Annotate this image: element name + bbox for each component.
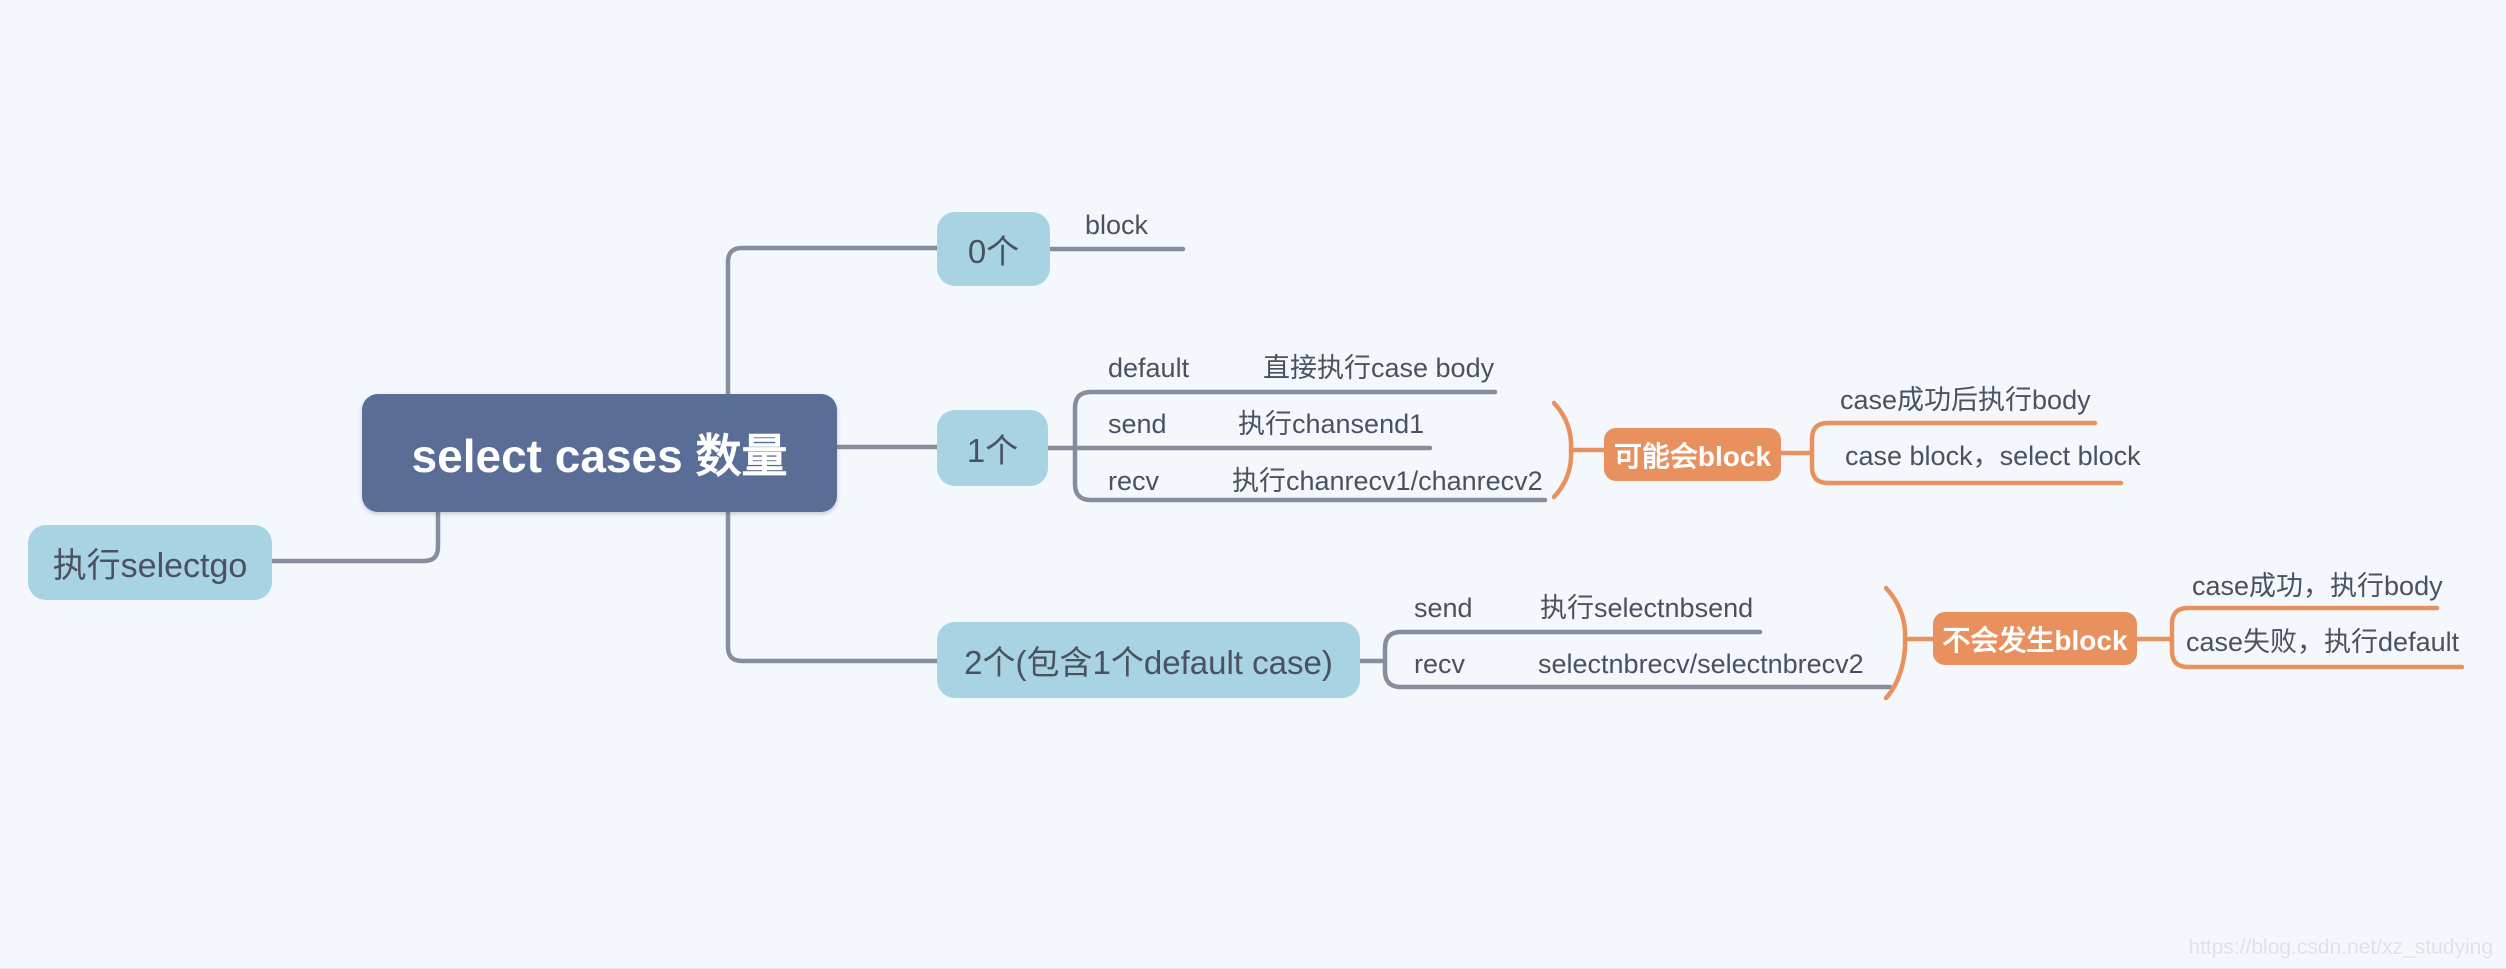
node-exec-selectgo[interactable]: 执行selectgo bbox=[28, 525, 272, 600]
label-case-default-key[interactable]: default bbox=[1108, 353, 1190, 383]
node-branch-one-case[interactable]: 1个 bbox=[937, 410, 1048, 486]
label-case-default-action[interactable]: 直接执行case body bbox=[1263, 353, 1495, 383]
node-no-block[interactable]: 不会发生block bbox=[1933, 612, 2137, 665]
node-branch-zero-cases[interactable]: 0个 bbox=[937, 212, 1050, 286]
label-note-body-after-success[interactable]: case成功后执行body bbox=[1840, 385, 2091, 415]
label-case-recv1-key[interactable]: recv bbox=[1108, 466, 1160, 496]
label-case-recv2-key[interactable]: recv bbox=[1414, 649, 1466, 679]
bracket-no-block-notes bbox=[2134, 605, 2465, 670]
csdn-watermark: https://blog.csdn.net/xz_studying bbox=[2188, 936, 2493, 959]
label-case-send2-key[interactable]: send bbox=[1414, 593, 1473, 623]
label-note-success-body[interactable]: case成功，执行body bbox=[2192, 571, 2443, 601]
label-case-recv1-action[interactable]: 执行chanrecv1/chanrecv2 bbox=[1232, 466, 1543, 496]
node-may-block[interactable]: 可能会block bbox=[1604, 428, 1781, 481]
label-case-send2-action[interactable]: 执行selectnbsend bbox=[1540, 593, 1754, 623]
label-note-fail-default[interactable]: case失败，执行default bbox=[2186, 627, 2460, 657]
label-case-send1-action[interactable]: 执行chansend1 bbox=[1238, 409, 1425, 439]
edge-selectgo-root bbox=[269, 502, 441, 564]
label-case-recv2-action[interactable]: selectnbrecv/selectnbrecv2 bbox=[1538, 649, 1864, 679]
label-note-case-block[interactable]: case block，select block bbox=[1845, 441, 2141, 471]
label-block[interactable]: block bbox=[1084, 210, 1149, 240]
bracket-may-block-notes bbox=[1778, 420, 2124, 486]
brace-may-block bbox=[1551, 400, 1607, 500]
brace-no-block bbox=[1883, 585, 1936, 701]
label-case-send1-key[interactable]: send bbox=[1108, 409, 1167, 439]
edge-root-branch-zero bbox=[725, 245, 940, 403]
node-branch-two-cases[interactable]: 2个(包含1个default case) bbox=[937, 622, 1360, 698]
root-node[interactable]: select cases 数量 bbox=[362, 394, 837, 512]
edge-root-branch-two bbox=[725, 505, 940, 664]
